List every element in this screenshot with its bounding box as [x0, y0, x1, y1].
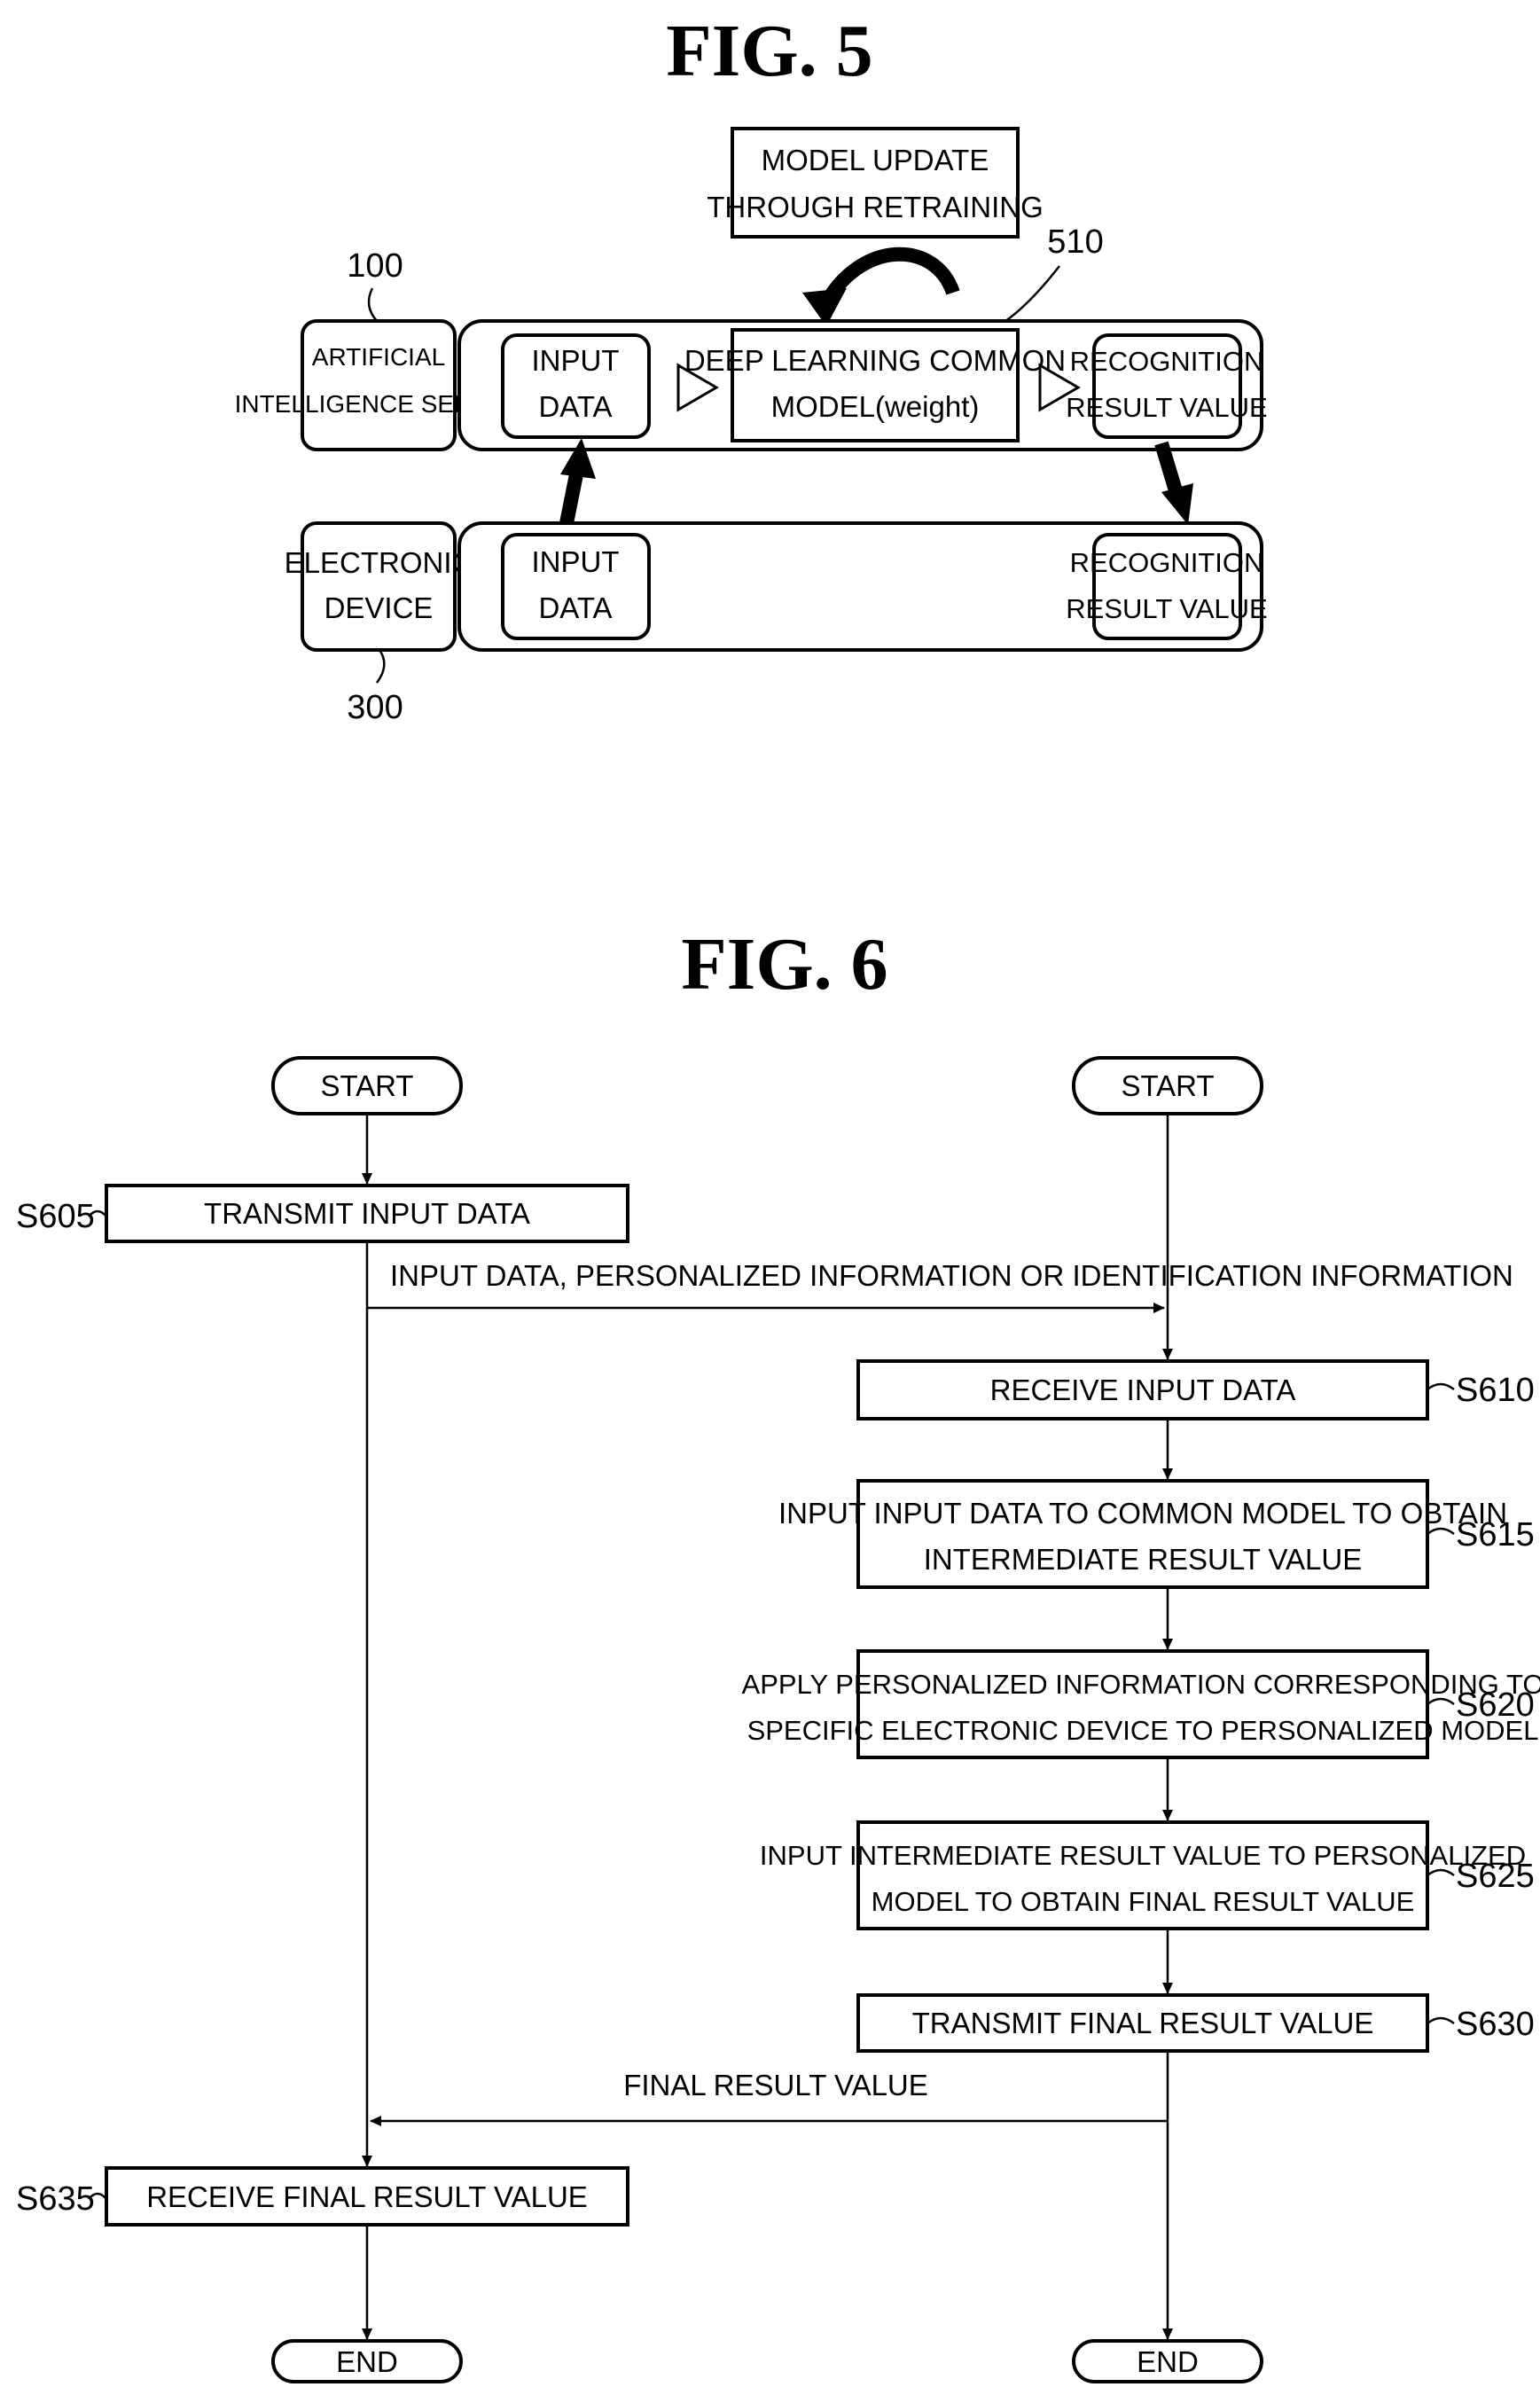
electronic-device-label-box	[302, 523, 455, 650]
common-model-line2: MODEL(weight)	[771, 390, 980, 423]
s630-ref: S630	[1456, 2006, 1535, 2043]
device-label-line1: ELECTRONIC	[285, 546, 473, 579]
retraining-curve-arrow	[825, 254, 953, 306]
right-start-label: START	[1121, 1069, 1214, 1102]
left-end-label: END	[336, 2345, 398, 2378]
model-update-line1: MODEL UPDATE	[762, 144, 989, 176]
ref-100-leader	[369, 288, 377, 321]
s625-ref: S625	[1456, 1858, 1535, 1895]
message-2-label: FINAL RESULT VALUE	[623, 2069, 928, 2101]
fig6-title: FIG. 6	[681, 923, 887, 1006]
ref-510: 510	[1047, 223, 1103, 261]
s610-ref: S610	[1456, 1372, 1535, 1409]
s610-leader	[1427, 1384, 1454, 1389]
s615-line2: INTERMEDIATE RESULT VALUE	[924, 1543, 1362, 1576]
s635-ref: S635	[16, 2180, 95, 2218]
s620-ref: S620	[1456, 1687, 1535, 1724]
s610-text: RECEIVE INPUT DATA	[990, 1374, 1296, 1406]
s605-ref: S605	[16, 1198, 95, 1235]
server-result-line2: RESULT VALUE	[1066, 392, 1267, 423]
ref-300-leader	[377, 650, 384, 683]
s635-text: RECEIVE FINAL RESULT VALUE	[146, 2180, 588, 2213]
ref-300: 300	[347, 689, 403, 726]
device-result-line1: RECOGNITION	[1070, 547, 1264, 578]
ai-server-label-box	[302, 321, 455, 450]
ref-510-leader	[1002, 266, 1059, 324]
common-model-line1: DEEP LEARNING COMMON	[684, 344, 1066, 377]
s615-ref: S615	[1456, 1516, 1535, 1554]
fig5-title: FIG. 5	[666, 10, 872, 92]
s620-line1: APPLY PERSONALIZED INFORMATION CORRESPON…	[742, 1669, 1540, 1700]
s625-line2: MODEL TO OBTAIN FINAL RESULT VALUE	[872, 1886, 1415, 1917]
left-start-label: START	[320, 1069, 413, 1102]
s625-line1: INPUT INTERMEDIATE RESULT VALUE TO PERSO…	[760, 1840, 1526, 1871]
device-input-line2: DATA	[538, 591, 612, 624]
model-update-line2: THROUGH RETRAINING	[707, 191, 1044, 223]
server-input-line1: INPUT	[532, 344, 620, 377]
server-result-line1: RECOGNITION	[1070, 346, 1264, 377]
s615-line1: INPUT INPUT DATA TO COMMON MODEL TO OBTA…	[778, 1497, 1507, 1530]
s605-text: TRANSMIT INPUT DATA	[204, 1197, 530, 1230]
ref-100: 100	[347, 247, 403, 285]
right-end-label: END	[1137, 2345, 1199, 2378]
device-input-line1: INPUT	[532, 545, 620, 578]
s630-text: TRANSMIT FINAL RESULT VALUE	[912, 2007, 1374, 2039]
device-label-line2: DEVICE	[324, 591, 434, 624]
s630-leader	[1427, 2018, 1454, 2023]
message-1-label: INPUT DATA, PERSONALIZED INFORMATION OR …	[390, 1259, 1513, 1292]
s620-line2: SPECIFIC ELECTRONIC DEVICE TO PERSONALIZ…	[747, 1715, 1539, 1746]
ai-server-label-line1: ARTIFICIAL	[312, 343, 445, 371]
server-input-line2: DATA	[538, 390, 612, 423]
device-result-line2: RESULT VALUE	[1066, 593, 1267, 624]
download-arrow-head	[1161, 483, 1193, 525]
